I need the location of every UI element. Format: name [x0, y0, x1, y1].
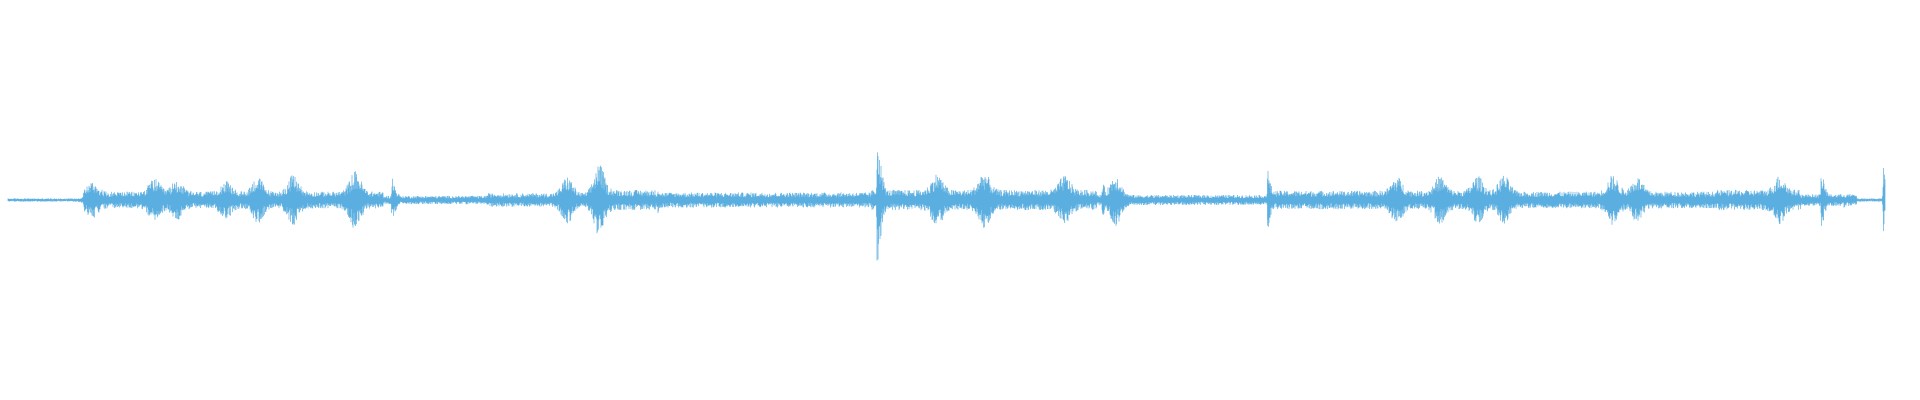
waveform-path — [7, 152, 1886, 261]
